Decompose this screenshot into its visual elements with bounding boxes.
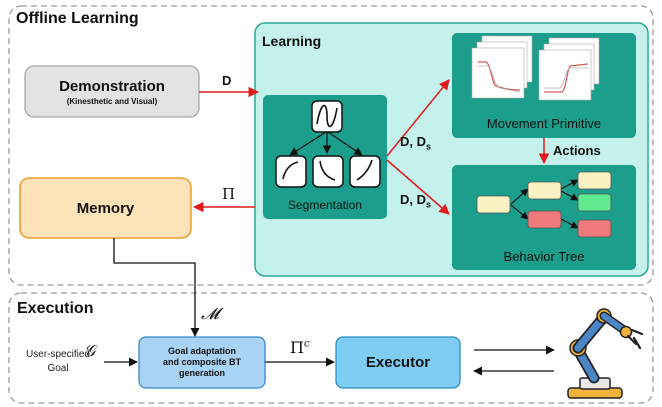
label-pi: Π (222, 185, 236, 203)
label-d-ds-top: D, Ds (400, 134, 431, 152)
label-d-ds-bottom-main: D, D (400, 192, 426, 207)
label-d-ds-top-sub: s (426, 141, 432, 152)
memory-label: Memory (76, 199, 135, 217)
user-goal-line1: User-specified (26, 349, 90, 360)
goal-adaptation-line1: Goal adaptation (167, 346, 236, 356)
plot-thumbnails (471, 35, 600, 101)
label-m: 𝓜 (201, 304, 219, 323)
label-d-ds-top-main: D, D (400, 134, 426, 149)
learning-title: Learning (262, 33, 322, 49)
executor-box (335, 336, 461, 389)
label-d-ds-bottom-sub: s (426, 199, 432, 210)
bt-leaf-green (577, 193, 612, 212)
segmentation-caption: Segmentation (287, 198, 363, 212)
segment-left-icon (275, 155, 307, 188)
segment-middle-icon (312, 155, 344, 188)
label-pi-c-main: Π (290, 338, 304, 357)
label-actions: Actions (553, 143, 601, 158)
segment-right-icon (349, 155, 381, 188)
bt-node-yellow (527, 181, 562, 200)
execution-title: Execution (17, 300, 94, 317)
movement-primitive-caption: Movement Primitive (486, 115, 602, 131)
demonstration-label: Demonstration (Kinesthetic and Visual) (25, 66, 199, 117)
bt-leaf-red (577, 219, 612, 238)
bt-node-red (527, 210, 562, 229)
execution-frame (8, 292, 654, 404)
arrow-segmentation-to-bt (386, 159, 450, 215)
goal-adaptation-line3: generation (178, 368, 225, 378)
offline-learning-frame (8, 5, 654, 286)
label-pi-c-sup: c (303, 338, 310, 350)
demonstration-title: Demonstration (59, 77, 165, 95)
label-d: D (222, 73, 232, 88)
goal-adaptation-label: Goal adaptation and composite BT generat… (139, 337, 265, 388)
bt-leaf-yellow (577, 171, 612, 190)
label-pi-c: Πc (290, 338, 310, 357)
user-goal-label: User-specified Goal (16, 345, 100, 379)
arrow-memory-to-goal (113, 238, 200, 337)
label-d-ds-bottom: D, Ds (400, 192, 431, 210)
bt-root-node (476, 195, 511, 214)
executor-label: Executor (365, 354, 431, 371)
demonstration-subtitle: (Kinesthetic and Visual) (66, 96, 158, 106)
behavior-tree-caption: Behavior Tree (503, 248, 585, 264)
user-goal-line2: Goal (47, 363, 69, 374)
label-g: 𝒢 (84, 341, 96, 360)
goal-adaptation-line2: and composite BT (162, 357, 241, 367)
offline-learning-title: Offline Learning (16, 10, 139, 27)
robot-arm-icon (567, 308, 644, 399)
memory-box (19, 177, 192, 239)
arrow-segmentation-to-mp (386, 79, 450, 157)
